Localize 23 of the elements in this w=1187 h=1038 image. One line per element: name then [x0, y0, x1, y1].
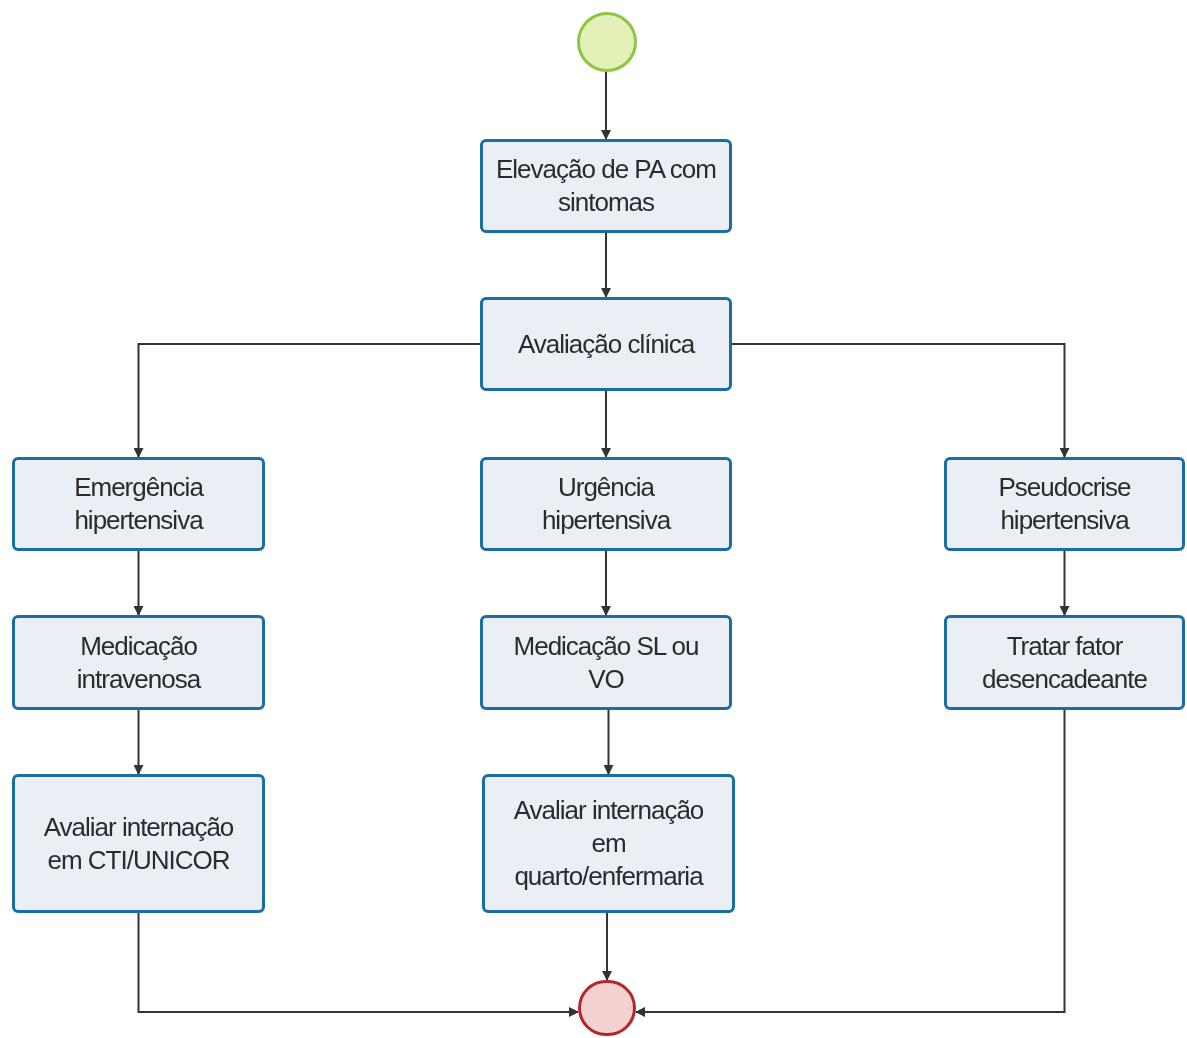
arrow	[133, 343, 481, 458]
arrow	[731, 343, 1070, 458]
process-box: Avaliar internação em CTI/UNICOR	[12, 774, 265, 913]
arrow	[133, 709, 144, 775]
process-box: Avaliação clínica	[480, 297, 732, 391]
process-box: Avaliar internação em quarto/enfermaria	[482, 774, 735, 913]
process-box: Elevação de PA com sintomas	[480, 139, 732, 233]
arrow	[601, 232, 611, 298]
process-box: Medicação SL ou VO	[480, 615, 732, 710]
arrow	[601, 550, 611, 616]
arrow	[601, 390, 611, 458]
process-box: Tratar fator desencadeante	[944, 615, 1185, 710]
process-box: Pseudocrise hipertensiva	[944, 457, 1185, 551]
process-box: Urgência hipertensiva	[480, 457, 732, 551]
arrow	[1059, 550, 1070, 616]
process-box: Medicação intravenosa	[12, 615, 265, 710]
arrow	[133, 550, 144, 616]
process-box: Emergência hipertensiva	[12, 457, 265, 551]
arrow	[603, 709, 614, 775]
arrow	[137, 912, 579, 1017]
arrow	[635, 709, 1066, 1017]
arrow	[602, 912, 612, 981]
arrow	[601, 71, 611, 140]
